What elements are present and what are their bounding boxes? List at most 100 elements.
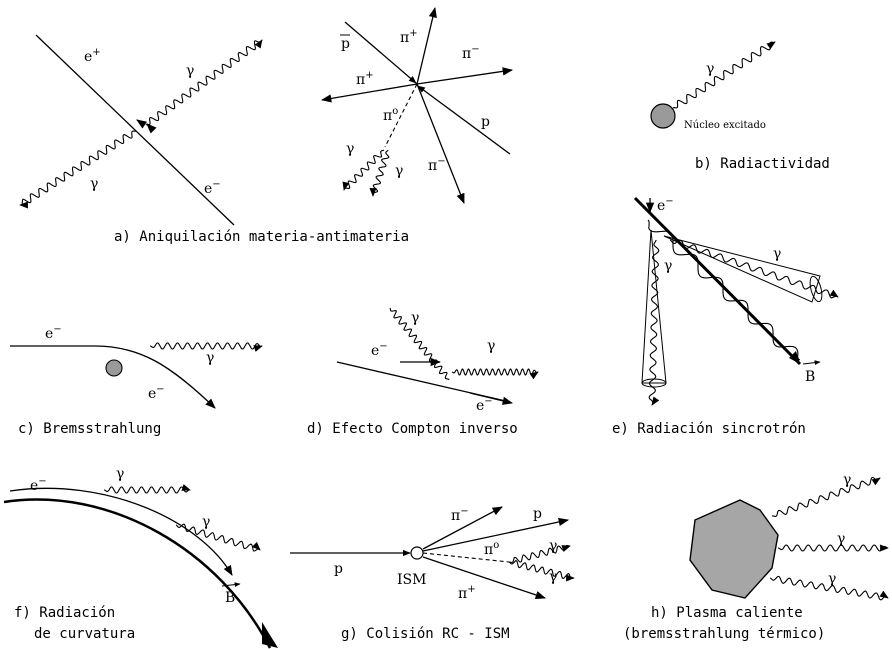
gamma-label-g1: γ — [549, 538, 557, 554]
pion-plus-label-top: π+ — [400, 28, 418, 46]
neutral-pion-line — [384, 83, 418, 148]
gamma-wave-d-out — [451, 368, 539, 380]
gamma-wave-g2 — [508, 560, 575, 582]
electron-trajectory-f — [9, 487, 233, 576]
cone-base-right — [809, 275, 823, 303]
magnetic-field-line — [633, 196, 802, 366]
panel-f-curvature: e− γ γ B f) Radiación de curvatura — [3, 466, 278, 649]
gamma-label-h2: γ — [837, 531, 845, 547]
electron-label-a: e− — [204, 179, 221, 197]
pion-plus-label-g: π+ — [458, 584, 476, 602]
proton-label-g-out: p — [533, 506, 542, 522]
proton-label-a: p — [481, 114, 490, 130]
caption-g: g) Colisión RC - ISM — [341, 626, 510, 642]
gamma-label-d-in: γ — [411, 310, 419, 326]
magnetic-field-arrowhead — [789, 351, 800, 364]
field-line-arrowhead-f — [262, 622, 278, 648]
electron-label-c-out: e− — [148, 384, 165, 402]
gamma-wave-h1 — [771, 476, 881, 517]
gamma-wave-f2 — [175, 523, 261, 552]
gamma-wave-f1 — [104, 484, 191, 494]
proton-line — [417, 85, 511, 155]
gamma-label-g2: γ — [549, 569, 557, 585]
gamma-label-a3: γ — [346, 141, 354, 157]
positron-arrow — [136, 119, 148, 129]
neutral-pion-label-g: πo — [484, 540, 499, 558]
gamma-wave-a-lower — [19, 130, 137, 209]
pion-minus-right-line — [416, 67, 514, 85]
pion-minus-label-g: π− — [451, 506, 469, 524]
proton-label-g-in: p — [334, 561, 343, 577]
gamma-label-a2: γ — [90, 176, 98, 192]
gamma-label-b: γ — [706, 61, 714, 77]
panel-g-cr-ism-collision: p ISM π− p πo γ γ π+ g) Colisión RC - IS… — [290, 506, 575, 642]
pion-plus-label-left: π+ — [356, 70, 374, 88]
proton-out-line-g — [422, 517, 570, 552]
b-field-label-e: B — [805, 369, 815, 385]
gamma-label-e2: γ — [773, 246, 781, 262]
gamma-wave-c — [150, 342, 263, 352]
positron-line — [35, 34, 235, 226]
pion-plus-line-g — [422, 556, 546, 599]
antiproton-line — [344, 21, 417, 84]
gamma-label-e1: γ — [664, 258, 672, 274]
electron-label-f: e− — [30, 476, 47, 494]
gamma-wave-b — [672, 41, 776, 109]
field-line-f — [3, 498, 272, 649]
panel-b-radioactivity: γ Núcleo excitado b) Radiactividad — [650, 41, 830, 172]
gamma-wave-e-right — [669, 239, 839, 299]
ism-target — [410, 546, 424, 560]
emission-cone-down — [641, 229, 667, 384]
plasma-blob — [689, 499, 779, 599]
panel-h-hot-plasma: γ γ γ h) Plasma caliente (bremsstrahlung… — [623, 472, 889, 642]
antiproton-label: p — [341, 36, 350, 52]
caption-d: d) Efecto Compton inverso — [307, 421, 518, 437]
panel-c-bremsstrahlung: e− e− γ c) Bremsstrahlung — [10, 324, 263, 437]
gamma-wave-h3 — [769, 575, 889, 601]
gamma-wave-a-upper — [145, 39, 263, 126]
gamma-label-c: γ — [206, 350, 214, 366]
pion-minus-label-right: π− — [462, 44, 480, 62]
nucleus-c — [105, 359, 123, 377]
panel-a-annihilation: e+ γ e− γ p π+ π− π+ πo p π− γ γ a) Aniq… — [19, 6, 514, 245]
nucleus-label: Núcleo excitado — [684, 120, 766, 131]
emission-cone-right — [663, 235, 821, 303]
gamma-wave-g1 — [509, 544, 571, 564]
gamma-wave-h2 — [778, 544, 889, 552]
electron-label-c-in: e− — [45, 324, 62, 342]
gamma-wave-a-pion1 — [342, 149, 385, 191]
pion-minus-label-down: π− — [428, 156, 446, 174]
panel-d-inverse-compton: e− e− γ γ d) Efecto Compton inverso — [307, 307, 539, 437]
caption-h-line1: h) Plasma caliente — [651, 605, 803, 621]
gamma-label-a4: γ — [395, 163, 403, 179]
caption-f-line1: f) Radiación — [14, 605, 115, 621]
neutral-pion-label: πo — [383, 106, 398, 124]
electron-out-arrow-d — [469, 392, 514, 405]
electron-trajectory-c — [10, 345, 216, 409]
gamma-label-f2: γ — [202, 514, 210, 530]
gamma-label-h3: γ — [828, 571, 836, 587]
caption-b: b) Radiactividad — [695, 156, 830, 172]
caption-c: c) Bremsstrahlung — [18, 421, 161, 437]
b-vector-arrow-f — [221, 582, 241, 587]
b-vector-arrow-e — [802, 360, 821, 366]
electron-label-d-out: e− — [476, 396, 493, 414]
caption-e: e) Radiación sincrotrón — [612, 421, 806, 437]
electron-label-e: e− — [657, 196, 674, 214]
caption-f-line2: de curvatura — [34, 626, 135, 642]
panel-e-synchrotron: e− γ γ B e) Radiación sincrotrón — [612, 196, 839, 437]
electron-label-d-in: e− — [371, 341, 388, 359]
b-field-label-f: B — [225, 590, 235, 606]
ism-label: ISM — [397, 572, 426, 588]
caption-h-line2: (bremsstrahlung térmico) — [623, 626, 825, 642]
positron-label: e+ — [84, 47, 101, 65]
gamma-wave-e-down — [648, 240, 660, 406]
pion-plus-up-line — [416, 6, 437, 85]
caption-a: a) Aniquilación materia-antimateria — [114, 229, 409, 245]
gamma-label-a1: γ — [186, 63, 194, 79]
gamma-wave-a-pion2 — [369, 149, 390, 197]
excited-nucleus — [650, 103, 676, 129]
gamma-label-f1: γ — [116, 466, 124, 482]
